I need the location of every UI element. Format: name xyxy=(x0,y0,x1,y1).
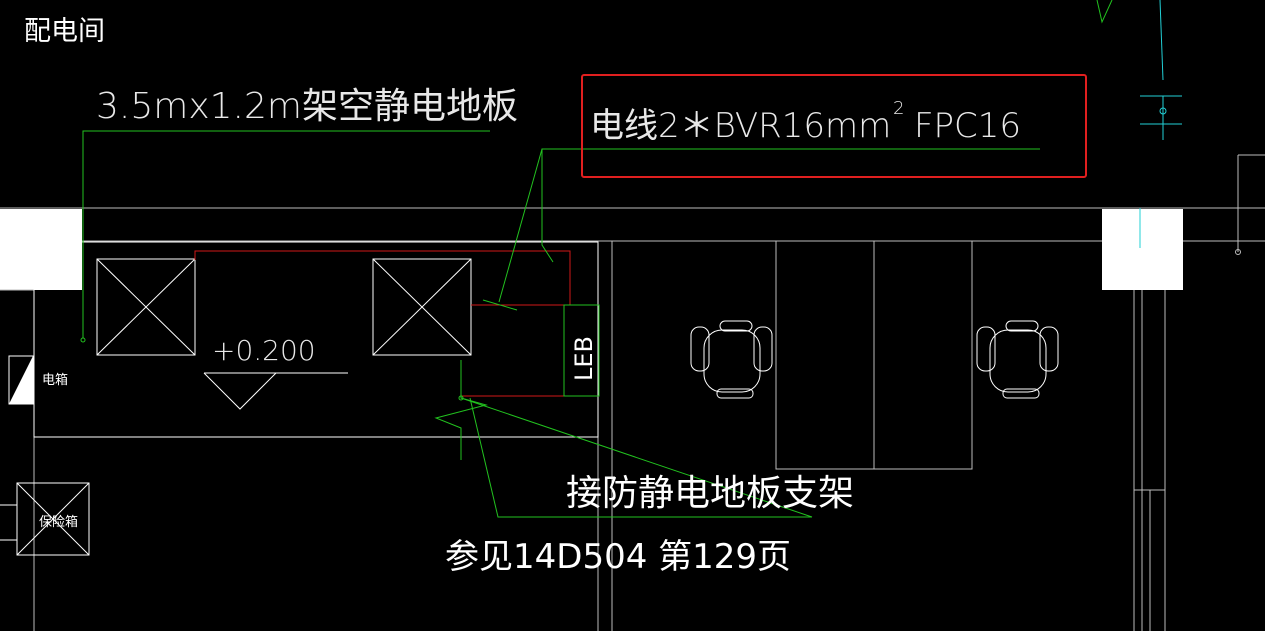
floor-label: 3.5mx1.2m架空静电地板 xyxy=(96,86,518,127)
support-label: 接防静电地板支架 xyxy=(566,473,854,514)
insurance-box xyxy=(0,482,90,556)
wire-superscript: 2 xyxy=(893,98,904,119)
distribution-box-fill xyxy=(9,356,33,404)
wall-band xyxy=(0,207,1265,242)
leader-dot-support xyxy=(458,395,464,401)
elevation-label: +0.200 xyxy=(212,334,316,367)
green-leaders xyxy=(82,130,1040,518)
cyan-riser xyxy=(1139,0,1182,248)
raised-floor-area xyxy=(33,241,599,438)
room-name: 配电间 xyxy=(24,16,105,47)
insurance-box-label: 保险箱 xyxy=(39,514,78,530)
elevation-marker xyxy=(203,372,348,410)
wall-column-left xyxy=(0,209,82,290)
wire-suffix: FPC16 xyxy=(914,106,1021,146)
wire-label: 电线2＊BVR16mm xyxy=(590,106,891,146)
chair-right xyxy=(976,320,1059,399)
highlight-box xyxy=(581,74,1087,178)
cabinet-right xyxy=(372,258,472,356)
leb-box xyxy=(563,304,600,397)
reference-label: 参见14D504 第129页 xyxy=(445,537,791,577)
cabinet-left xyxy=(96,258,196,356)
wall-column-right xyxy=(1102,209,1183,290)
leb-label: LEB xyxy=(570,336,598,381)
chair-left xyxy=(690,320,773,399)
riser-marker xyxy=(1159,107,1167,115)
endpoint-marker xyxy=(1235,249,1241,255)
distribution-box-label: 电箱 xyxy=(42,372,68,388)
green-top-leader xyxy=(1096,0,1113,24)
leader-dot-left xyxy=(80,337,86,343)
red-wiring xyxy=(194,250,571,397)
